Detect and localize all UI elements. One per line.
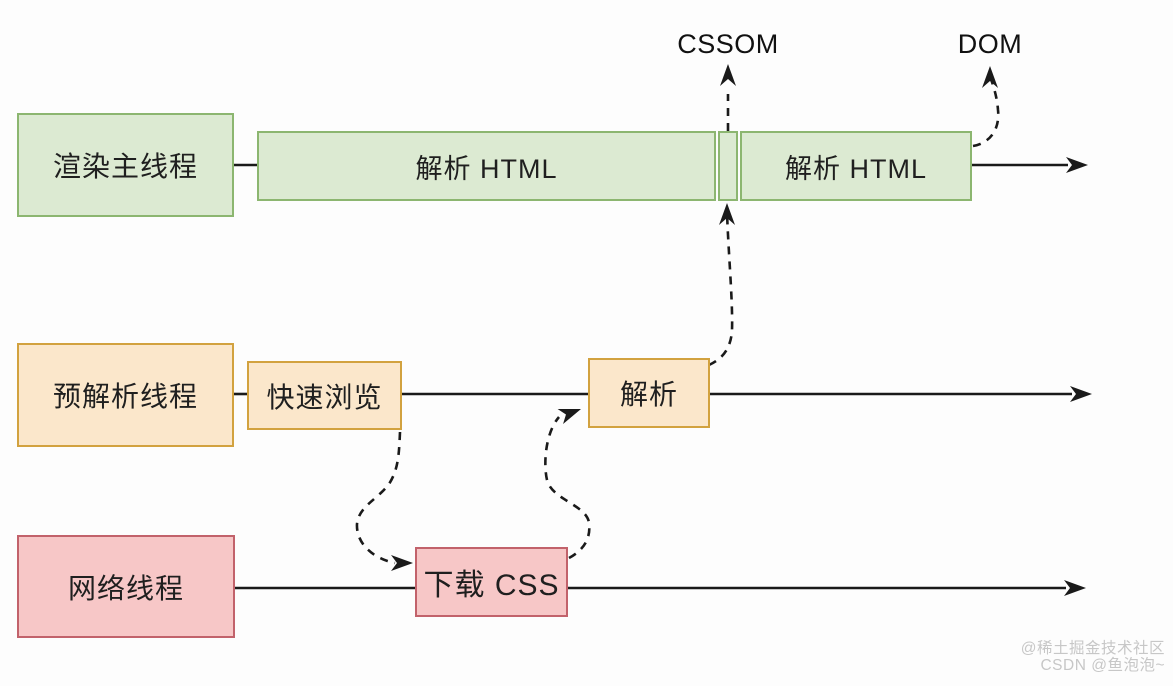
watermark-line2: CSDN @鱼泡泡~ (1040, 657, 1165, 674)
parse-html-bar-2: 解析 HTML (740, 131, 972, 201)
quick-scan-box: 快速浏览 (247, 361, 402, 430)
dashed-arrow-bar-to-dom (972, 66, 1000, 148)
parse-html-bar-1: 解析 HTML (257, 131, 716, 201)
parse-box: 解析 (588, 358, 710, 428)
watermark-line1: @稀土掘金技术社区 (1020, 640, 1165, 657)
dashed-arrow-downloadcss-to-parse (544, 409, 591, 560)
cssom-label: CSSOM (677, 29, 779, 59)
dashed-arrow-parse-to-bar (708, 203, 735, 367)
render-main-thread-box: 渲染主线程 (17, 113, 234, 217)
network-thread-timeline-arrow (234, 580, 1086, 596)
watermark: @稀土掘金技术社区 CSDN @鱼泡泡~ (1021, 640, 1165, 674)
dom-label: DOM (957, 29, 1023, 59)
preparse-thread-box: 预解析线程 (17, 343, 234, 447)
download-css-box: 下载 CSS (415, 547, 568, 617)
preparse-thread-timeline-arrow (402, 386, 1092, 402)
dashed-arrow-quickscan-to-downloadcss (355, 431, 413, 571)
render-thread-timeline-arrow (972, 157, 1088, 173)
network-thread-box: 网络线程 (17, 535, 235, 638)
dashed-arrow-bar-to-cssom (720, 64, 736, 131)
parse-html-bar-gap (718, 131, 738, 201)
